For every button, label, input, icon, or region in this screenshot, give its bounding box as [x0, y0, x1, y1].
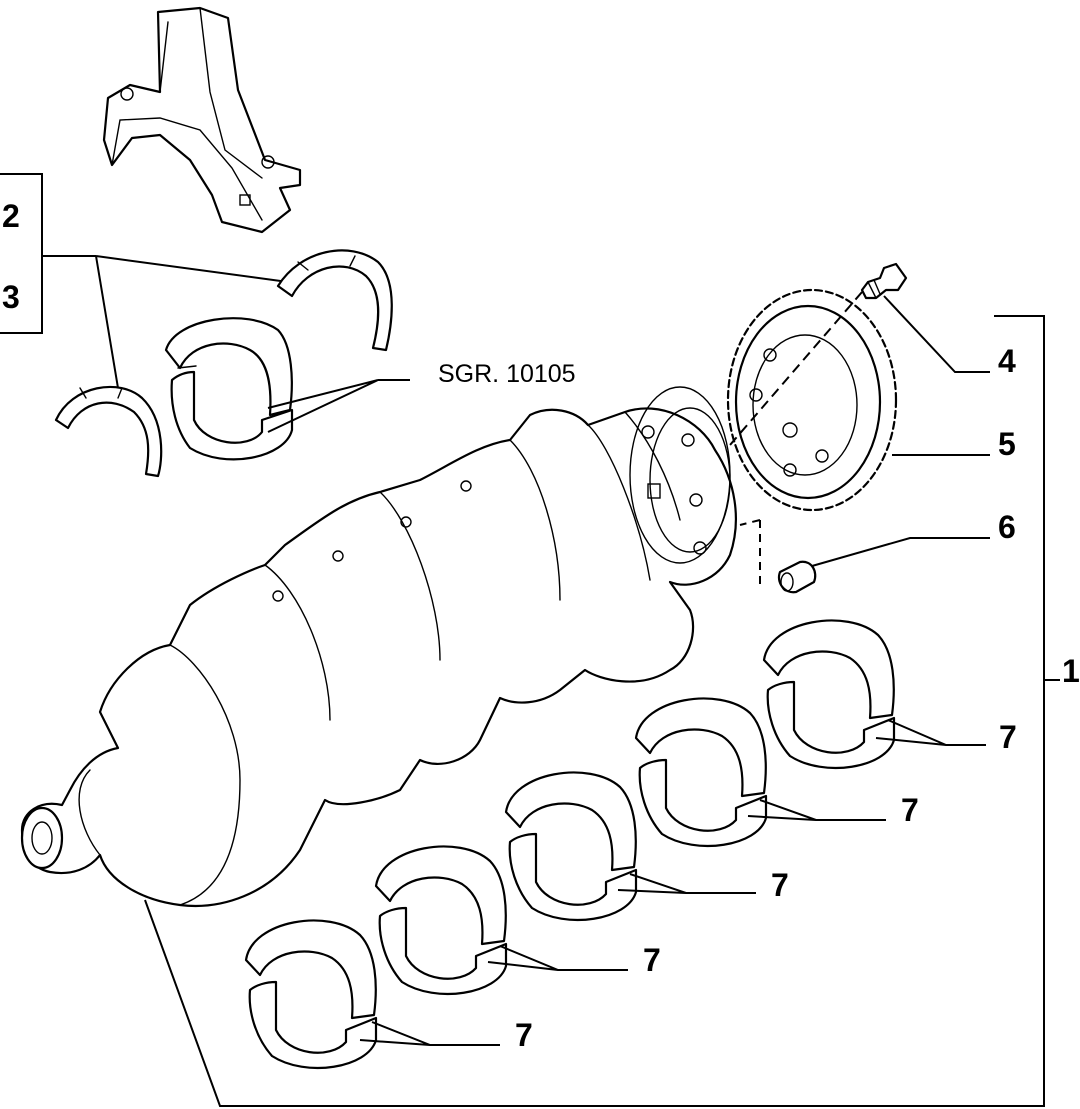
callout-2-label: 2 [2, 198, 20, 234]
callout-bracket-2-3 [0, 173, 289, 389]
screw-axis [729, 291, 863, 446]
main-bearing-shell-1 [244, 919, 378, 1069]
gear-screw [860, 262, 908, 300]
callout-5-label: 5 [998, 426, 1016, 462]
callout-7-label-b: 7 [643, 942, 661, 978]
callout-7-label-c: 7 [771, 867, 789, 903]
callout-6-label: 6 [998, 509, 1016, 545]
reference-leader [267, 379, 410, 433]
main-bearing-shell-3 [504, 771, 638, 921]
callout-1-label: 1 [1062, 653, 1080, 689]
thrust-washer-upper [276, 249, 393, 352]
callout-7-label-d: 7 [901, 792, 919, 828]
callout-4-label: 4 [998, 343, 1016, 379]
callout-bracket-1 [144, 315, 1060, 1107]
callout-3-label: 3 [2, 279, 20, 315]
thrust-washer-lower [54, 385, 163, 478]
main-bearing-shell-5 [762, 619, 896, 769]
callout-4-leader [883, 295, 990, 373]
timing-gear [726, 288, 898, 512]
crankshaft [20, 386, 737, 907]
bearing-shell-pair-reference [164, 317, 294, 461]
callout-7-leaders [359, 719, 986, 1046]
callout-6-leader [811, 537, 990, 567]
dowel-pin [777, 560, 817, 594]
main-bearing-shell-2 [374, 845, 508, 995]
callout-7-label-a: 7 [515, 1017, 533, 1053]
reference-label: SGR. 10105 [438, 360, 576, 388]
main-bearing-cap [102, 6, 302, 234]
main-bearing-shell-4 [634, 697, 768, 847]
callout-7-label-e: 7 [999, 719, 1017, 755]
dowel-axis [739, 519, 761, 590]
